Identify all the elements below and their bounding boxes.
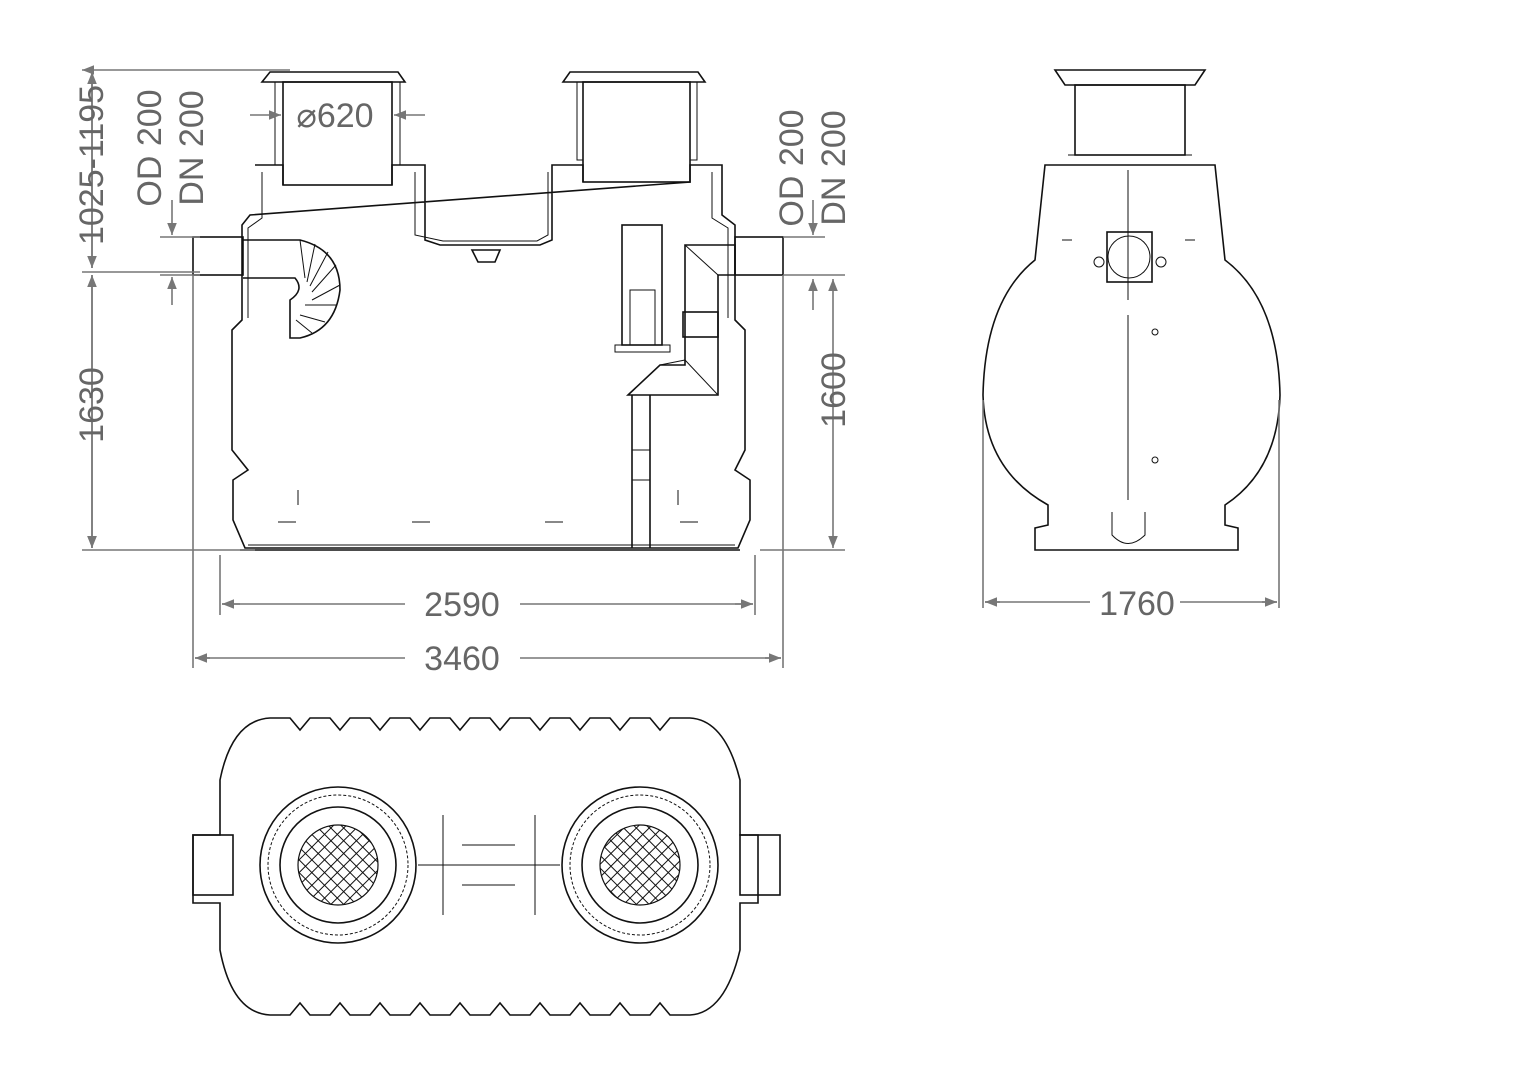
right-riser <box>561 71 715 183</box>
dim-body-length: 2590 <box>424 586 500 624</box>
dim-outlet-od: OD 200 <box>773 109 811 226</box>
dim-riser-diameter: ⌀620 <box>296 97 373 135</box>
dim-inlet-dn: DN 200 <box>173 90 211 205</box>
outlet-assembly <box>470 224 784 548</box>
tank-body <box>231 164 751 549</box>
dim-height-inlet: 1630 <box>73 367 111 443</box>
front-view <box>192 71 784 551</box>
dim-height-outlet: 1600 <box>815 352 853 428</box>
dim-inlet-od: OD 200 <box>131 89 169 206</box>
dim-height-riser: 1025-1195 <box>73 85 111 245</box>
side-dimensions: 1760 <box>982 400 1280 623</box>
side-view <box>982 69 1281 551</box>
right-manhole-cover <box>561 786 719 944</box>
dim-width: 1760 <box>1099 585 1175 623</box>
top-view <box>192 717 781 1016</box>
dim-total-length: 3460 <box>424 640 500 678</box>
inlet-pipe <box>192 236 341 339</box>
left-manhole-cover <box>259 786 417 944</box>
dim-outlet-dn: DN 200 <box>815 110 853 225</box>
front-dimensions: 1025-1195 OD 200 DN 200 ⌀620 1630 OD 200… <box>73 70 853 678</box>
